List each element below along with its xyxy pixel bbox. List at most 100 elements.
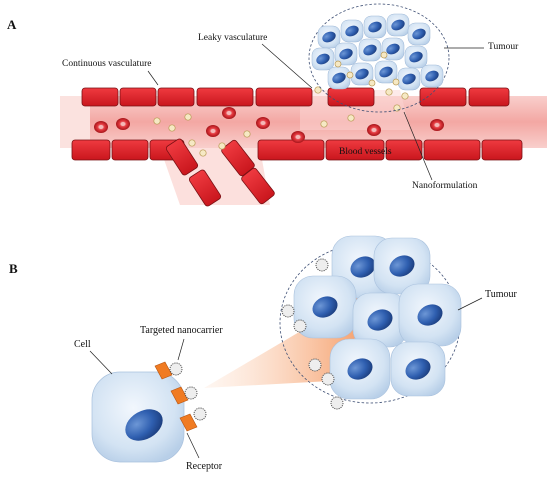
nanoparticle bbox=[392, 78, 400, 86]
endothelial-cell bbox=[327, 87, 375, 107]
top-endothelium bbox=[81, 87, 510, 107]
endothelial-cell bbox=[111, 139, 149, 161]
tumour-cell bbox=[317, 25, 341, 49]
tumour-cell bbox=[293, 275, 357, 339]
receptor bbox=[170, 386, 189, 405]
leader-cell bbox=[89, 350, 113, 375]
tumour-cell bbox=[363, 15, 387, 39]
endothelial-cell bbox=[255, 87, 313, 107]
tumour-cells-a bbox=[311, 13, 444, 91]
tumour-cell bbox=[340, 19, 364, 43]
tumour-cell bbox=[329, 338, 391, 400]
leader-nanoformulation bbox=[403, 111, 433, 181]
nanoparticle bbox=[334, 60, 342, 68]
nanocarrier bbox=[330, 396, 344, 410]
red-blood-cell bbox=[116, 118, 130, 130]
label-leaky-vasculature: Leaky vasculature bbox=[198, 33, 268, 43]
nanoparticle bbox=[385, 88, 393, 96]
tumour-cell bbox=[397, 67, 421, 91]
red-blood-cell bbox=[94, 121, 108, 133]
panel-b bbox=[89, 235, 483, 463]
label-tumour-a: Tumour bbox=[488, 42, 519, 52]
endothelial-cell bbox=[257, 139, 325, 161]
nanoparticles-tumour-a bbox=[334, 51, 400, 87]
endothelial-cell bbox=[119, 87, 157, 107]
nanocarrier bbox=[169, 362, 183, 376]
leader-leaky bbox=[261, 43, 313, 89]
label-blood-vessels: Blood vessels bbox=[339, 147, 392, 157]
tumour-cell bbox=[358, 38, 382, 62]
nanoparticle bbox=[314, 86, 322, 94]
tumour-cell bbox=[327, 66, 351, 90]
red-blood-cell bbox=[222, 107, 236, 119]
nanoparticle bbox=[184, 113, 192, 121]
tumour-cell bbox=[390, 341, 446, 397]
nanoparticle bbox=[320, 120, 328, 128]
leader-tumour-b bbox=[457, 297, 483, 311]
endothelial-cell bbox=[241, 167, 275, 205]
red-blood-cell bbox=[291, 131, 305, 143]
leader-receptor bbox=[186, 432, 200, 459]
tumour-boundary-a bbox=[308, 3, 450, 113]
tumour-cell bbox=[352, 292, 408, 348]
endothelial-cell bbox=[196, 87, 254, 107]
tumour-cell bbox=[407, 22, 431, 46]
nanoparticle bbox=[153, 117, 161, 125]
endothelial-cell bbox=[481, 139, 523, 161]
endothelial-cell bbox=[419, 87, 467, 107]
endothelial-cell bbox=[325, 139, 385, 161]
nanoparticle bbox=[401, 92, 409, 100]
endothelial-cell bbox=[157, 87, 195, 107]
nanocarriers-tumour-b bbox=[281, 258, 344, 410]
tumour-cell bbox=[350, 62, 374, 86]
leader-continuous bbox=[147, 70, 159, 86]
endothelial-cell bbox=[188, 169, 222, 207]
endothelial-cell bbox=[81, 87, 119, 107]
label-nanoformulation: Nanoformulation bbox=[412, 181, 478, 191]
nanoparticle bbox=[188, 139, 196, 147]
leak-glow-upper bbox=[300, 90, 410, 130]
nanoparticle bbox=[380, 51, 388, 59]
nanocarriers-cell bbox=[169, 362, 207, 421]
leader-lines-b bbox=[89, 297, 483, 459]
nanoparticle bbox=[199, 149, 207, 157]
nanocarrier bbox=[293, 319, 307, 333]
endothelial-cell bbox=[385, 139, 423, 161]
nanocarrier bbox=[184, 386, 198, 400]
bottom-endothelium bbox=[71, 139, 523, 161]
red-blood-cell bbox=[256, 117, 270, 129]
nanoparticle bbox=[347, 114, 355, 122]
endothelial-cell bbox=[71, 139, 111, 161]
nanoparticle bbox=[346, 71, 354, 79]
endothelial-cell bbox=[423, 139, 481, 161]
label-tumour-b: Tumour bbox=[485, 289, 517, 300]
red-blood-cell bbox=[430, 119, 444, 131]
nanocarrier bbox=[281, 304, 295, 318]
panel-letter-a: A bbox=[7, 17, 17, 32]
endothelial-cell bbox=[468, 87, 510, 107]
leader-targeted-nanocarrier bbox=[177, 338, 185, 361]
receptor bbox=[179, 413, 198, 432]
nanoparticle bbox=[168, 124, 176, 132]
tumour-cell bbox=[420, 64, 444, 88]
label-targeted-nanocarrier: Targeted nanocarrier bbox=[140, 325, 223, 336]
single-cell bbox=[91, 371, 185, 463]
detached-endothelium bbox=[165, 138, 275, 207]
tumour-cell bbox=[404, 45, 428, 69]
label-continuous-vasculature: Continuous vasculature bbox=[62, 59, 152, 69]
nanocarrier bbox=[315, 258, 329, 272]
nanocarrier bbox=[193, 407, 207, 421]
panel-letter-b: B bbox=[9, 261, 18, 276]
nanoparticle bbox=[218, 142, 226, 150]
receptor bbox=[154, 361, 173, 380]
nanocarrier bbox=[321, 372, 335, 386]
red-blood-cells bbox=[94, 107, 444, 143]
red-blood-cell bbox=[206, 125, 220, 137]
endothelial-cell bbox=[165, 138, 199, 176]
tumour-cell bbox=[381, 37, 405, 61]
tumour-cell bbox=[374, 60, 398, 84]
receptors bbox=[154, 361, 198, 432]
panel-a bbox=[60, 3, 547, 207]
red-blood-cell bbox=[367, 124, 381, 136]
